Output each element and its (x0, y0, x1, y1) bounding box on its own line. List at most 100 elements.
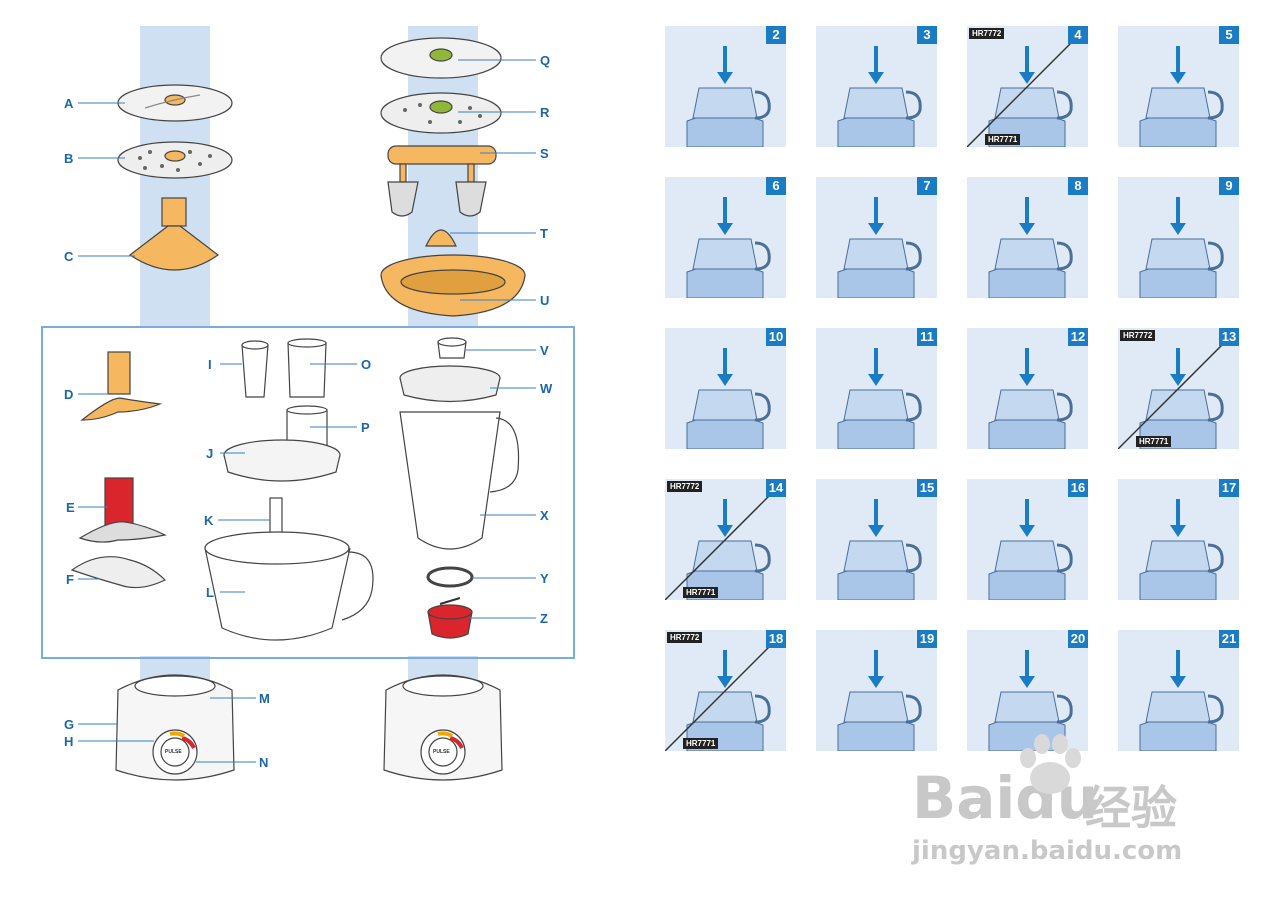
step-illustration (967, 26, 1088, 147)
step-tile: 9 (1118, 177, 1239, 298)
model-badge: HR7771 (683, 738, 719, 749)
step-number: 12 (1068, 328, 1088, 346)
step-illustration (837, 46, 922, 147)
step-illustration (686, 348, 771, 449)
label-y: Y (540, 571, 549, 586)
model-badge: HR7772 (969, 28, 1005, 39)
step-illustration (665, 479, 786, 600)
label-h: H (64, 734, 74, 749)
step-number: 2 (766, 26, 786, 44)
step-tile: 10 (665, 328, 786, 449)
label-z: Z (540, 611, 548, 626)
citrus-sieve-u (380, 254, 526, 317)
label-e: E (66, 500, 75, 515)
label-s: S (540, 146, 549, 161)
blender-blade-z (427, 597, 473, 639)
label-i: I (208, 357, 212, 372)
step-illustration (686, 46, 771, 147)
step-illustration (988, 197, 1073, 298)
model-badge: HR7771 (985, 134, 1021, 145)
label-k: K (204, 513, 214, 528)
motor-unit-left (115, 674, 235, 781)
watermark-brand-cn: 经验 (1085, 781, 1177, 835)
label-n: N (259, 755, 269, 770)
step-tile: 17 (1118, 479, 1239, 600)
step-tile: 19 (816, 630, 937, 751)
step-number: 18 (766, 630, 786, 648)
step-tile: 6 (665, 177, 786, 298)
step-illustration (665, 630, 786, 751)
dial-text-left: PULSE (165, 749, 182, 755)
step-tile: 2 (665, 26, 786, 147)
label-d: D (64, 387, 74, 402)
step-number: 11 (917, 328, 937, 346)
model-badge: HR7772 (667, 632, 703, 643)
model-badge: HR7772 (1120, 330, 1156, 341)
step-tile: 5 (1118, 26, 1239, 147)
step-illustration (837, 650, 922, 751)
blade-d (80, 351, 163, 421)
label-b: B (64, 151, 74, 166)
step-number: 14 (766, 479, 786, 497)
label-r: R (540, 105, 550, 120)
chopping-blade-e (78, 477, 167, 543)
step-tile: 7 (816, 177, 937, 298)
label-v: V (540, 343, 549, 358)
step-number: 17 (1219, 479, 1239, 497)
dial-text-right: PULSE (433, 749, 450, 755)
accessories-frame (41, 326, 575, 659)
step-illustration (1118, 328, 1239, 449)
step-tile: 16 (967, 479, 1088, 600)
label-u: U (540, 293, 550, 308)
step-number: 6 (766, 177, 786, 195)
step-illustration (1139, 499, 1224, 600)
step-illustration (837, 197, 922, 298)
pusher-o (287, 342, 327, 398)
step-number: 8 (1068, 177, 1088, 195)
label-x: X (540, 508, 549, 523)
label-p: P (361, 420, 370, 435)
step-tile: 12 (967, 328, 1088, 449)
pusher-i (241, 344, 269, 398)
whisk-s (387, 145, 497, 217)
label-j: J (206, 446, 214, 461)
step-illustration (988, 499, 1073, 600)
watermark-url: jingyan.baidu.com (912, 836, 1183, 866)
step-number: 21 (1219, 630, 1239, 648)
step-illustration (1139, 650, 1224, 751)
label-t: T (540, 226, 548, 241)
label-g: G (64, 717, 75, 732)
label-m: M (259, 691, 270, 706)
sealing-ring-y (426, 566, 474, 588)
step-number: 19 (917, 630, 937, 648)
step-number: 9 (1219, 177, 1239, 195)
step-number: 7 (917, 177, 937, 195)
step-tile: 21 (1118, 630, 1239, 751)
step-tile: 15 (816, 479, 937, 600)
step-illustration (686, 197, 771, 298)
label-c: C (64, 249, 74, 264)
model-badge: HR7771 (683, 587, 719, 598)
disc-holder-c (128, 197, 220, 271)
step-number: 5 (1219, 26, 1239, 44)
step-illustration (837, 499, 922, 600)
watermark-paw-icon (1020, 734, 1081, 794)
label-l: L (206, 585, 214, 600)
motor-unit-right (383, 674, 503, 781)
label-a: A (64, 96, 74, 111)
label-q: Q (540, 53, 551, 68)
blender-jar-x (399, 411, 520, 550)
model-badge: HR7772 (667, 481, 703, 492)
citrus-cone-t (425, 229, 457, 247)
step-tile: 3 (816, 26, 937, 147)
model-badge: HR7771 (1136, 436, 1172, 447)
step-illustration (837, 348, 922, 449)
step-number: 16 (1068, 479, 1088, 497)
step-number: 13 (1219, 328, 1239, 346)
step-number: 4 (1068, 26, 1088, 44)
bowl-l (204, 531, 374, 641)
